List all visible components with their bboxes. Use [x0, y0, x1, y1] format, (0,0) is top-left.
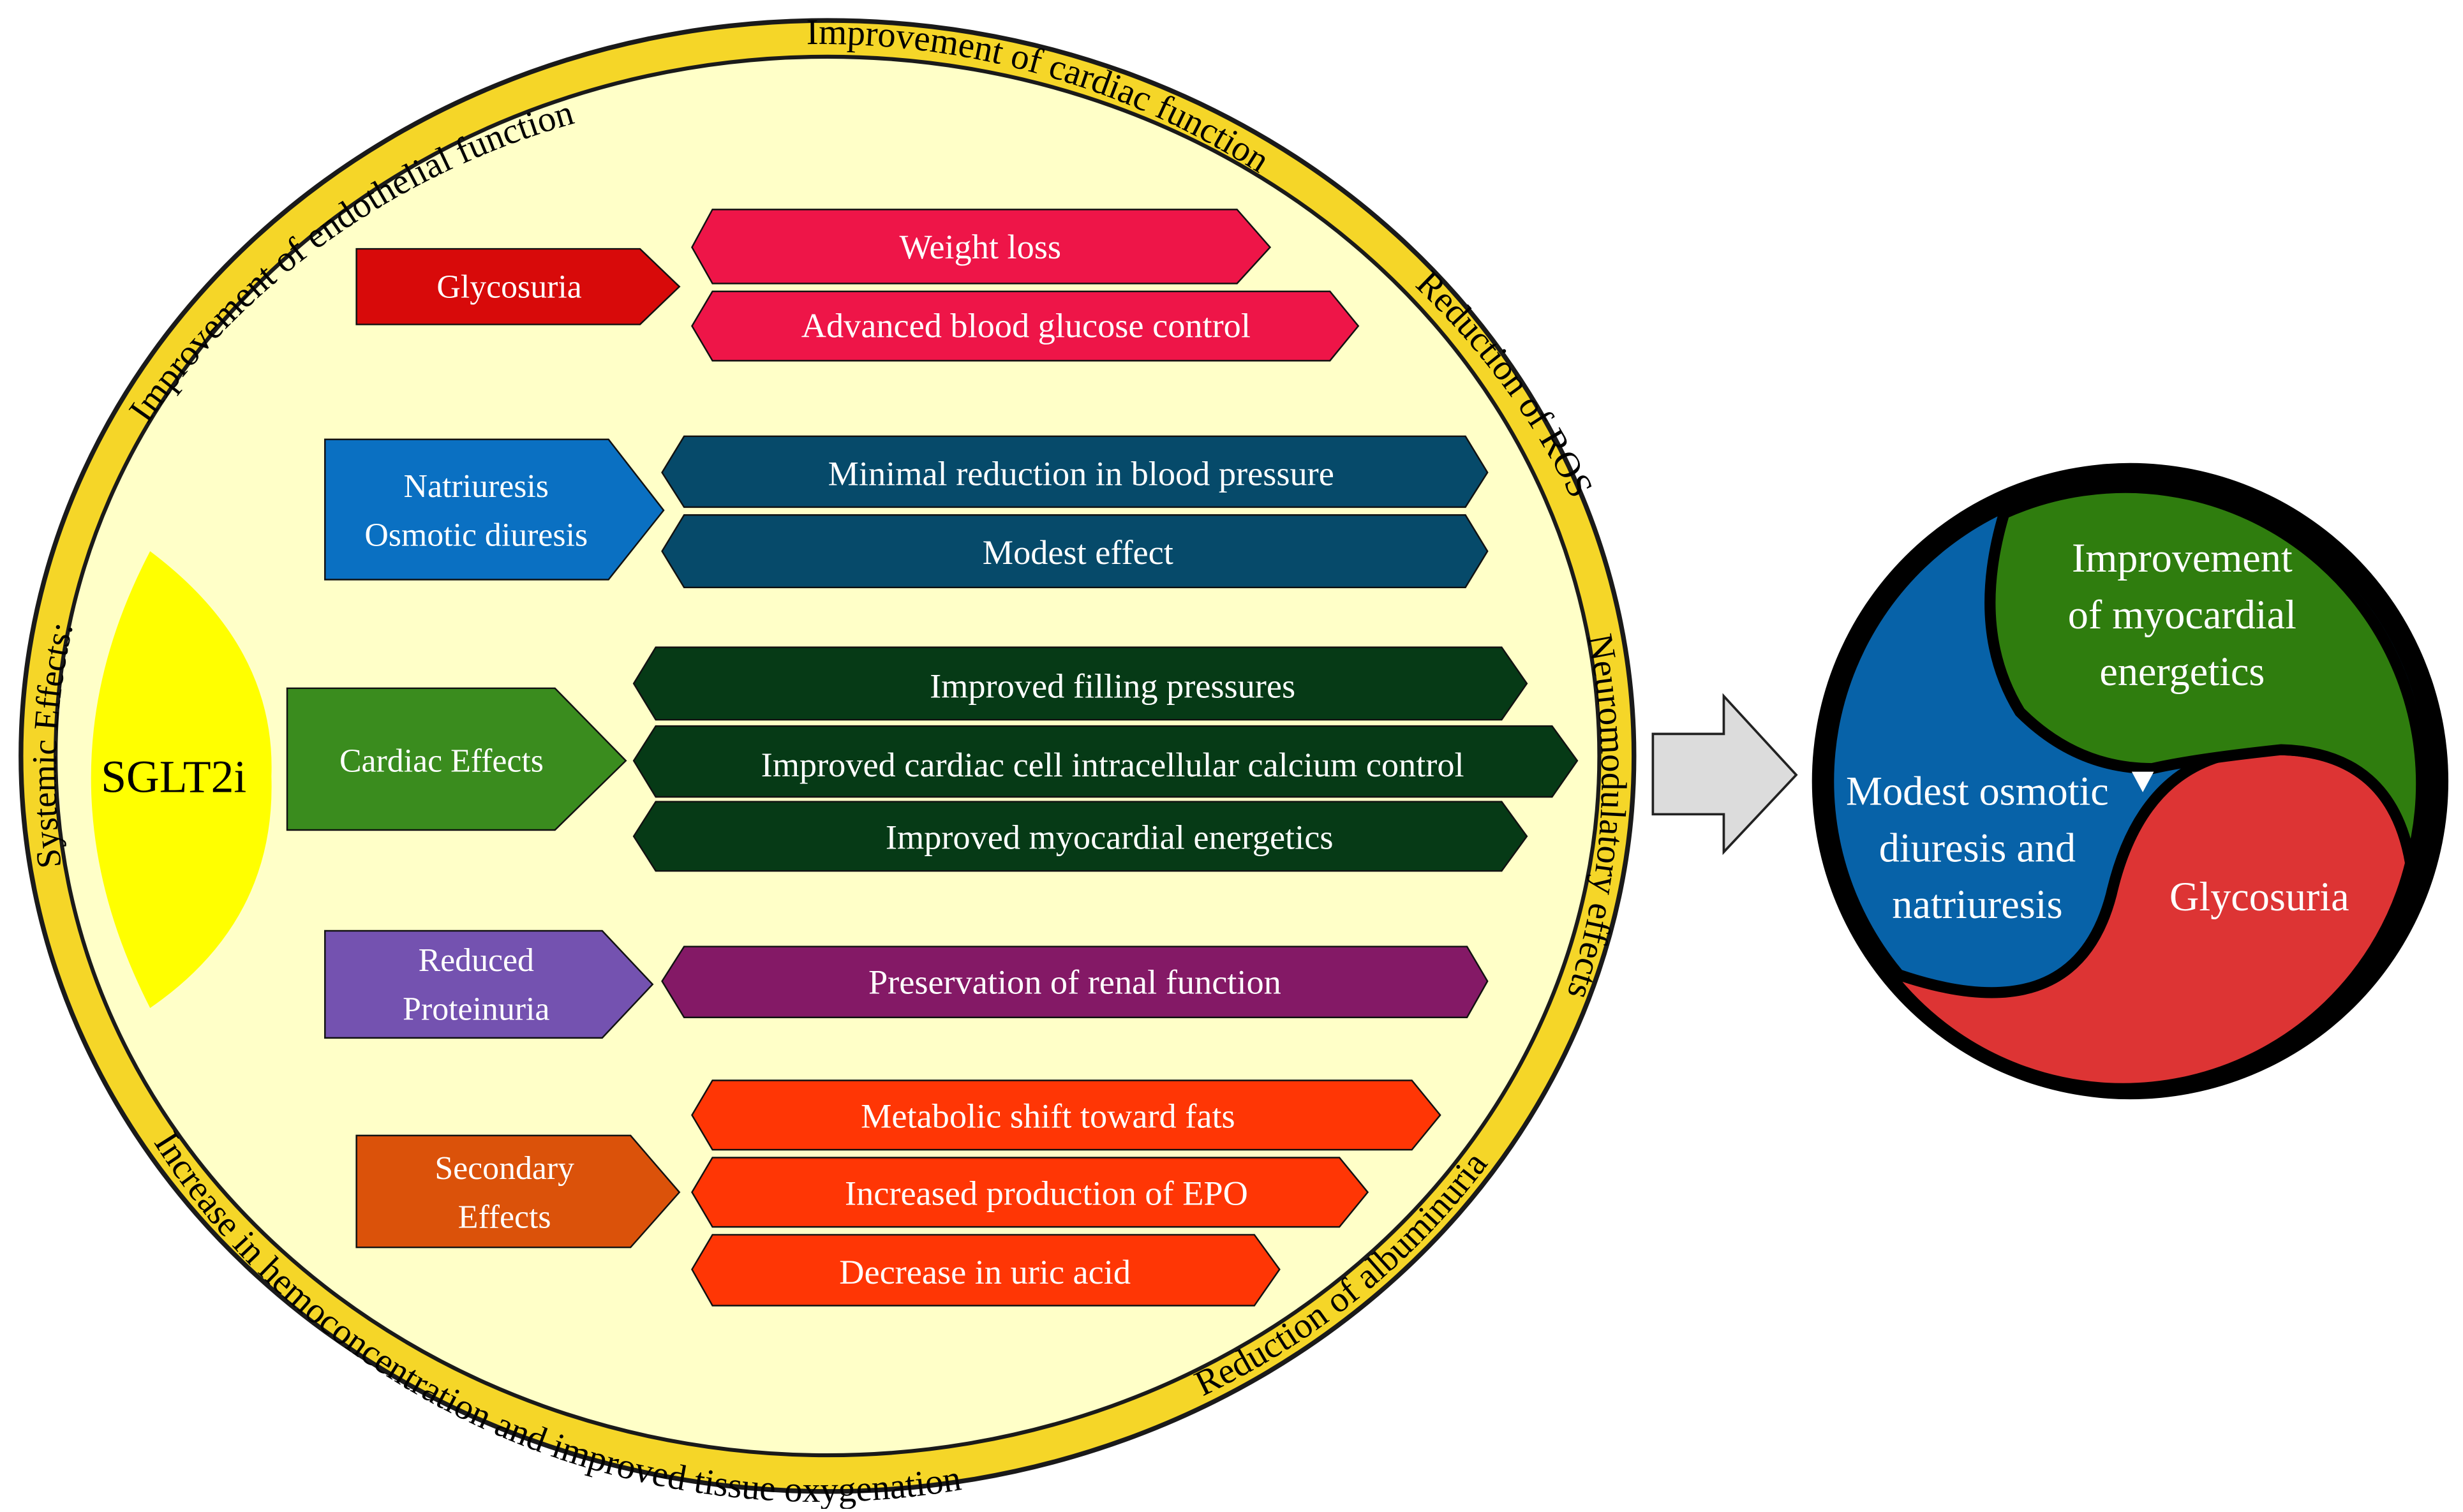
summary-blue-label: Modest osmotic diuresis and natriuresis [1846, 768, 2109, 927]
text-line: Glycosuria [436, 269, 581, 306]
text-line: natriuresis [1892, 882, 2062, 927]
effect-blood-glucose: Advanced blood glucose control [691, 290, 1360, 362]
summary-red-label: Glycosuria [2169, 874, 2349, 919]
svg-text:Weight loss: Weight loss [899, 228, 1061, 266]
text-line: Secondary [435, 1150, 574, 1187]
text-line: Osmotic diuresis [364, 517, 588, 553]
text-line: Improvement [2072, 535, 2293, 581]
connector-arrow [1651, 693, 1798, 856]
text-line: Proteinuria [403, 991, 549, 1027]
group-cardiac-effects: Cardiac Effects [286, 687, 627, 831]
effect-weight-loss: Weight loss [691, 209, 1272, 285]
summary-circle: Improvement of myocardial energetics Modes… [1812, 463, 2449, 1100]
svg-text:Cardiac Effects: Cardiac Effects [339, 743, 544, 780]
summary-pointer-icon [2131, 771, 2154, 792]
text-line: Modest osmotic [1846, 768, 2109, 813]
effect-epo: Increased production of EPO [691, 1157, 1369, 1228]
svg-text:Minimal reduction in blood pre: Minimal reduction in blood pressure [828, 454, 1334, 493]
text-line: Reduced [419, 942, 534, 979]
effect-modest: Modest effect [661, 514, 1489, 589]
text-line: Glycosuria [2169, 874, 2349, 919]
svg-text:Preservation of renal function: Preservation of renal function [868, 963, 1281, 1002]
sglt2i-lens [91, 551, 272, 1008]
text-line: diuresis and [1879, 825, 2076, 870]
effect-myocardial-energetics: Improved myocardial energetics [632, 801, 1528, 872]
svg-text:Metabolic shift toward fats: Metabolic shift toward fats [861, 1097, 1235, 1136]
effect-filling-pressures: Improved filling pressures [632, 646, 1528, 721]
summary-green-region [1984, 482, 2427, 869]
svg-text:Improved filling pressures: Improved filling pressures [930, 667, 1295, 706]
svg-text:Increased production of EPO: Increased production of EPO [845, 1175, 1248, 1213]
svg-text:Improved myocardial energetics: Improved myocardial energetics [886, 819, 1334, 857]
effect-metabolic-shift: Metabolic shift toward fats [691, 1079, 1441, 1151]
text-line: Natriuresis [404, 468, 549, 505]
effect-calcium-control: Improved cardiac cell intracellular calc… [632, 725, 1579, 798]
text-line: Cardiac Effects [339, 743, 544, 780]
group-glycosuria: Glycosuria [355, 248, 681, 325]
text-line: Effects [458, 1199, 551, 1235]
svg-text:Advanced blood glucose control: Advanced blood glucose control [801, 306, 1251, 345]
svg-text:Glycosuria: Glycosuria [436, 269, 581, 306]
effect-blood-pressure: Minimal reduction in blood pressure [661, 435, 1489, 508]
effect-uric-acid: Decrease in uric acid [691, 1234, 1281, 1307]
text-line: of myocardial [2068, 592, 2296, 637]
svg-text:Modest effect: Modest effect [983, 533, 1173, 572]
sglt2i-label: SGLT2i [101, 752, 246, 803]
text-line: energetics [2099, 649, 2265, 694]
svg-text:Decrease in uric acid: Decrease in uric acid [839, 1253, 1131, 1291]
summary-green-label: Improvement of myocardial energetics [2068, 535, 2296, 694]
effect-renal-function: Preservation of renal function [661, 945, 1489, 1019]
svg-text:Improved cardiac cell intracel: Improved cardiac cell intracellular calc… [761, 746, 1464, 784]
